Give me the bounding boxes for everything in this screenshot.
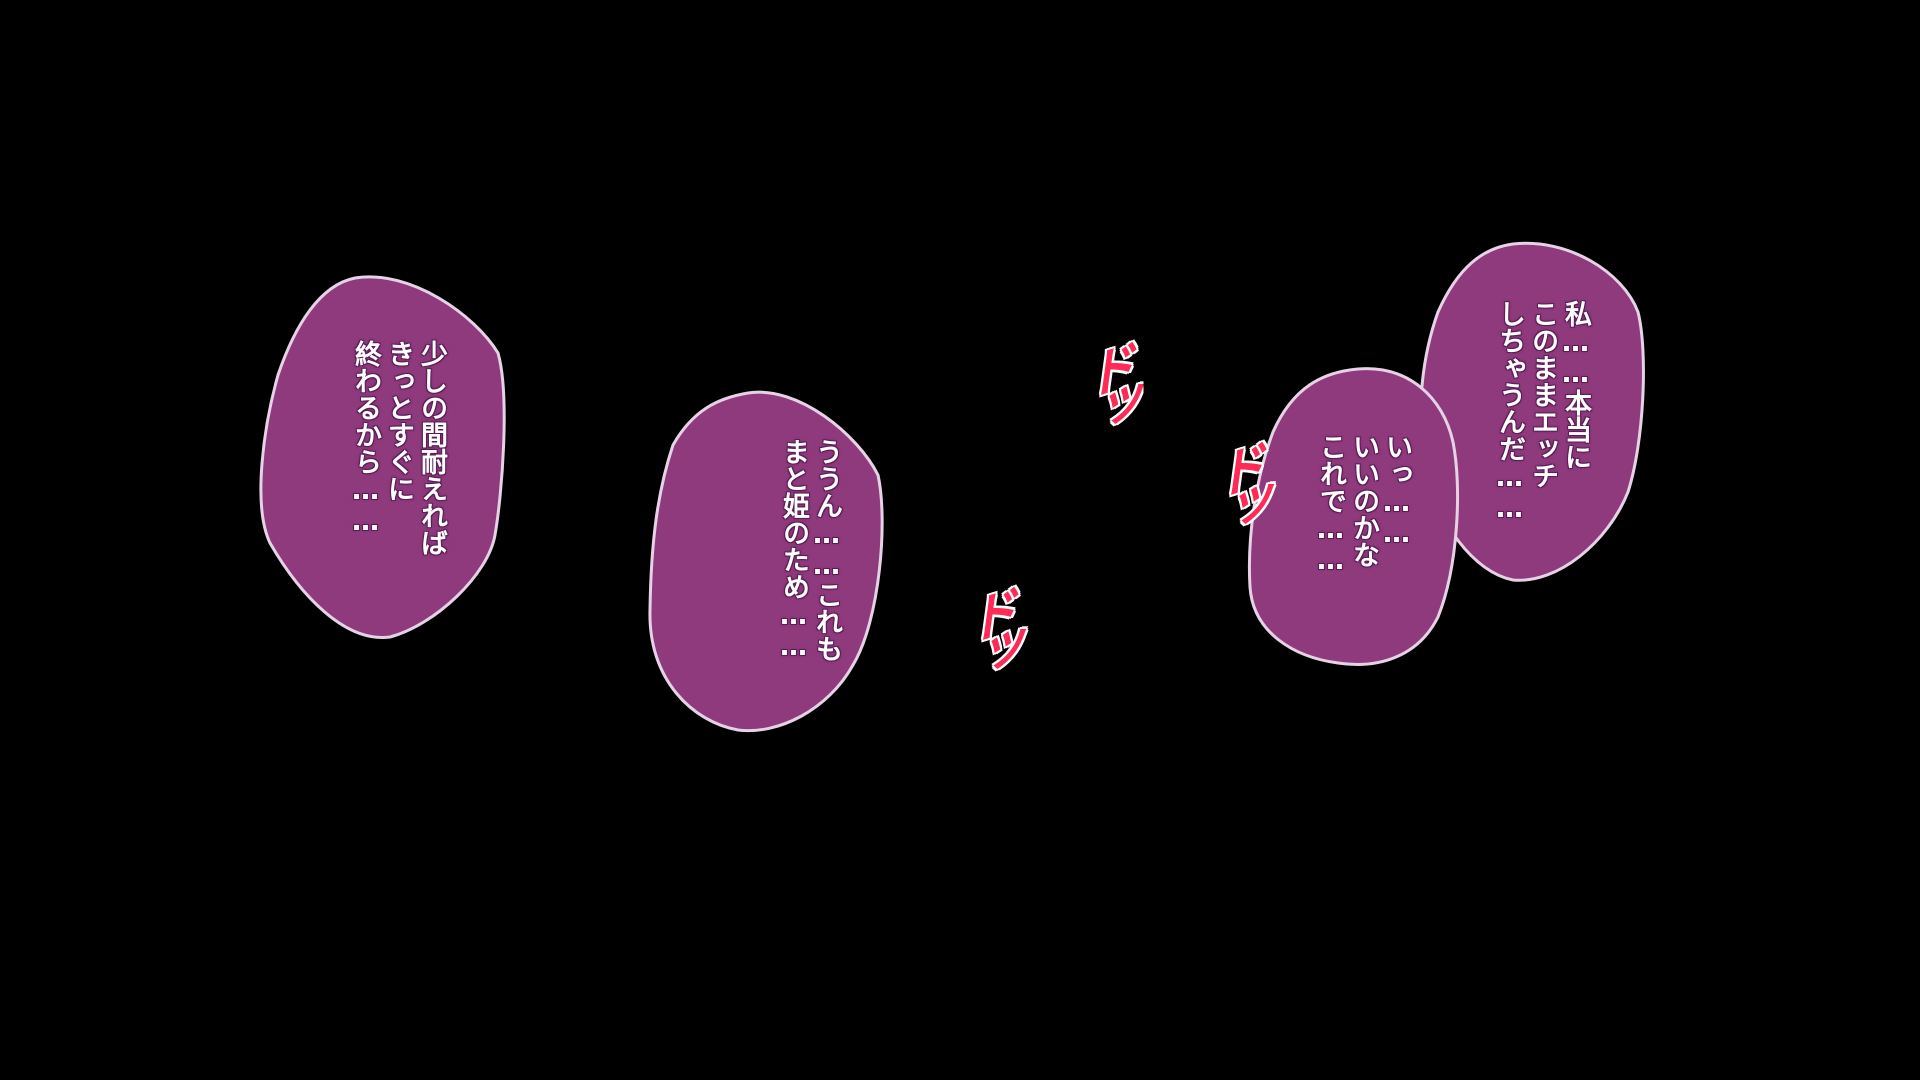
heartbeat-sfx-1: ドッ: [1072, 336, 1140, 430]
bubble-shape: [1419, 241, 1645, 582]
bubble-line: まと姫のため……: [778, 438, 809, 662]
speech-bubble-4: いっ…… いいのかな これで……: [1247, 367, 1460, 667]
speech-bubble-3: 私……本当に このままエッチ しちゃうんだ……: [1418, 241, 1645, 582]
bubble-line: しちゃうんだ……: [1494, 300, 1525, 524]
bubble-line: このままエッチ: [1527, 300, 1558, 489]
bubble-2-text: ううん……これも まと姫のため……: [778, 438, 842, 662]
bubble-line: 少しの間耐えれば: [416, 340, 447, 556]
bubble-line: いいのかな: [1348, 433, 1379, 568]
bubble-line: ううん……これも: [811, 438, 842, 662]
bubble-3-text: 私……本当に このままエッチ しちゃうんだ……: [1494, 300, 1591, 524]
bubble-shape: [648, 390, 884, 733]
bubble-shape: [1247, 367, 1460, 666]
bubble-1-text: 少しの間耐えれば きっとすぐに 終わるから……: [350, 340, 447, 556]
bubble-shape: [259, 275, 506, 639]
bubble-line: いっ……: [1381, 433, 1412, 549]
bubble-line: 終わるから……: [350, 340, 381, 537]
bubble-line: 私……本当に: [1560, 300, 1591, 470]
bubble-4-text: いっ…… いいのかな これで……: [1315, 433, 1412, 576]
bubble-line: きっとすぐに: [383, 340, 414, 502]
speech-bubble-1: 少しの間耐えれば きっとすぐに 終わるから……: [259, 275, 506, 640]
heartbeat-sfx-3: ドッ: [954, 581, 1022, 675]
bubble-line: これで……: [1315, 433, 1346, 576]
speech-bubble-2: ううん……これも まと姫のため……: [648, 390, 884, 733]
